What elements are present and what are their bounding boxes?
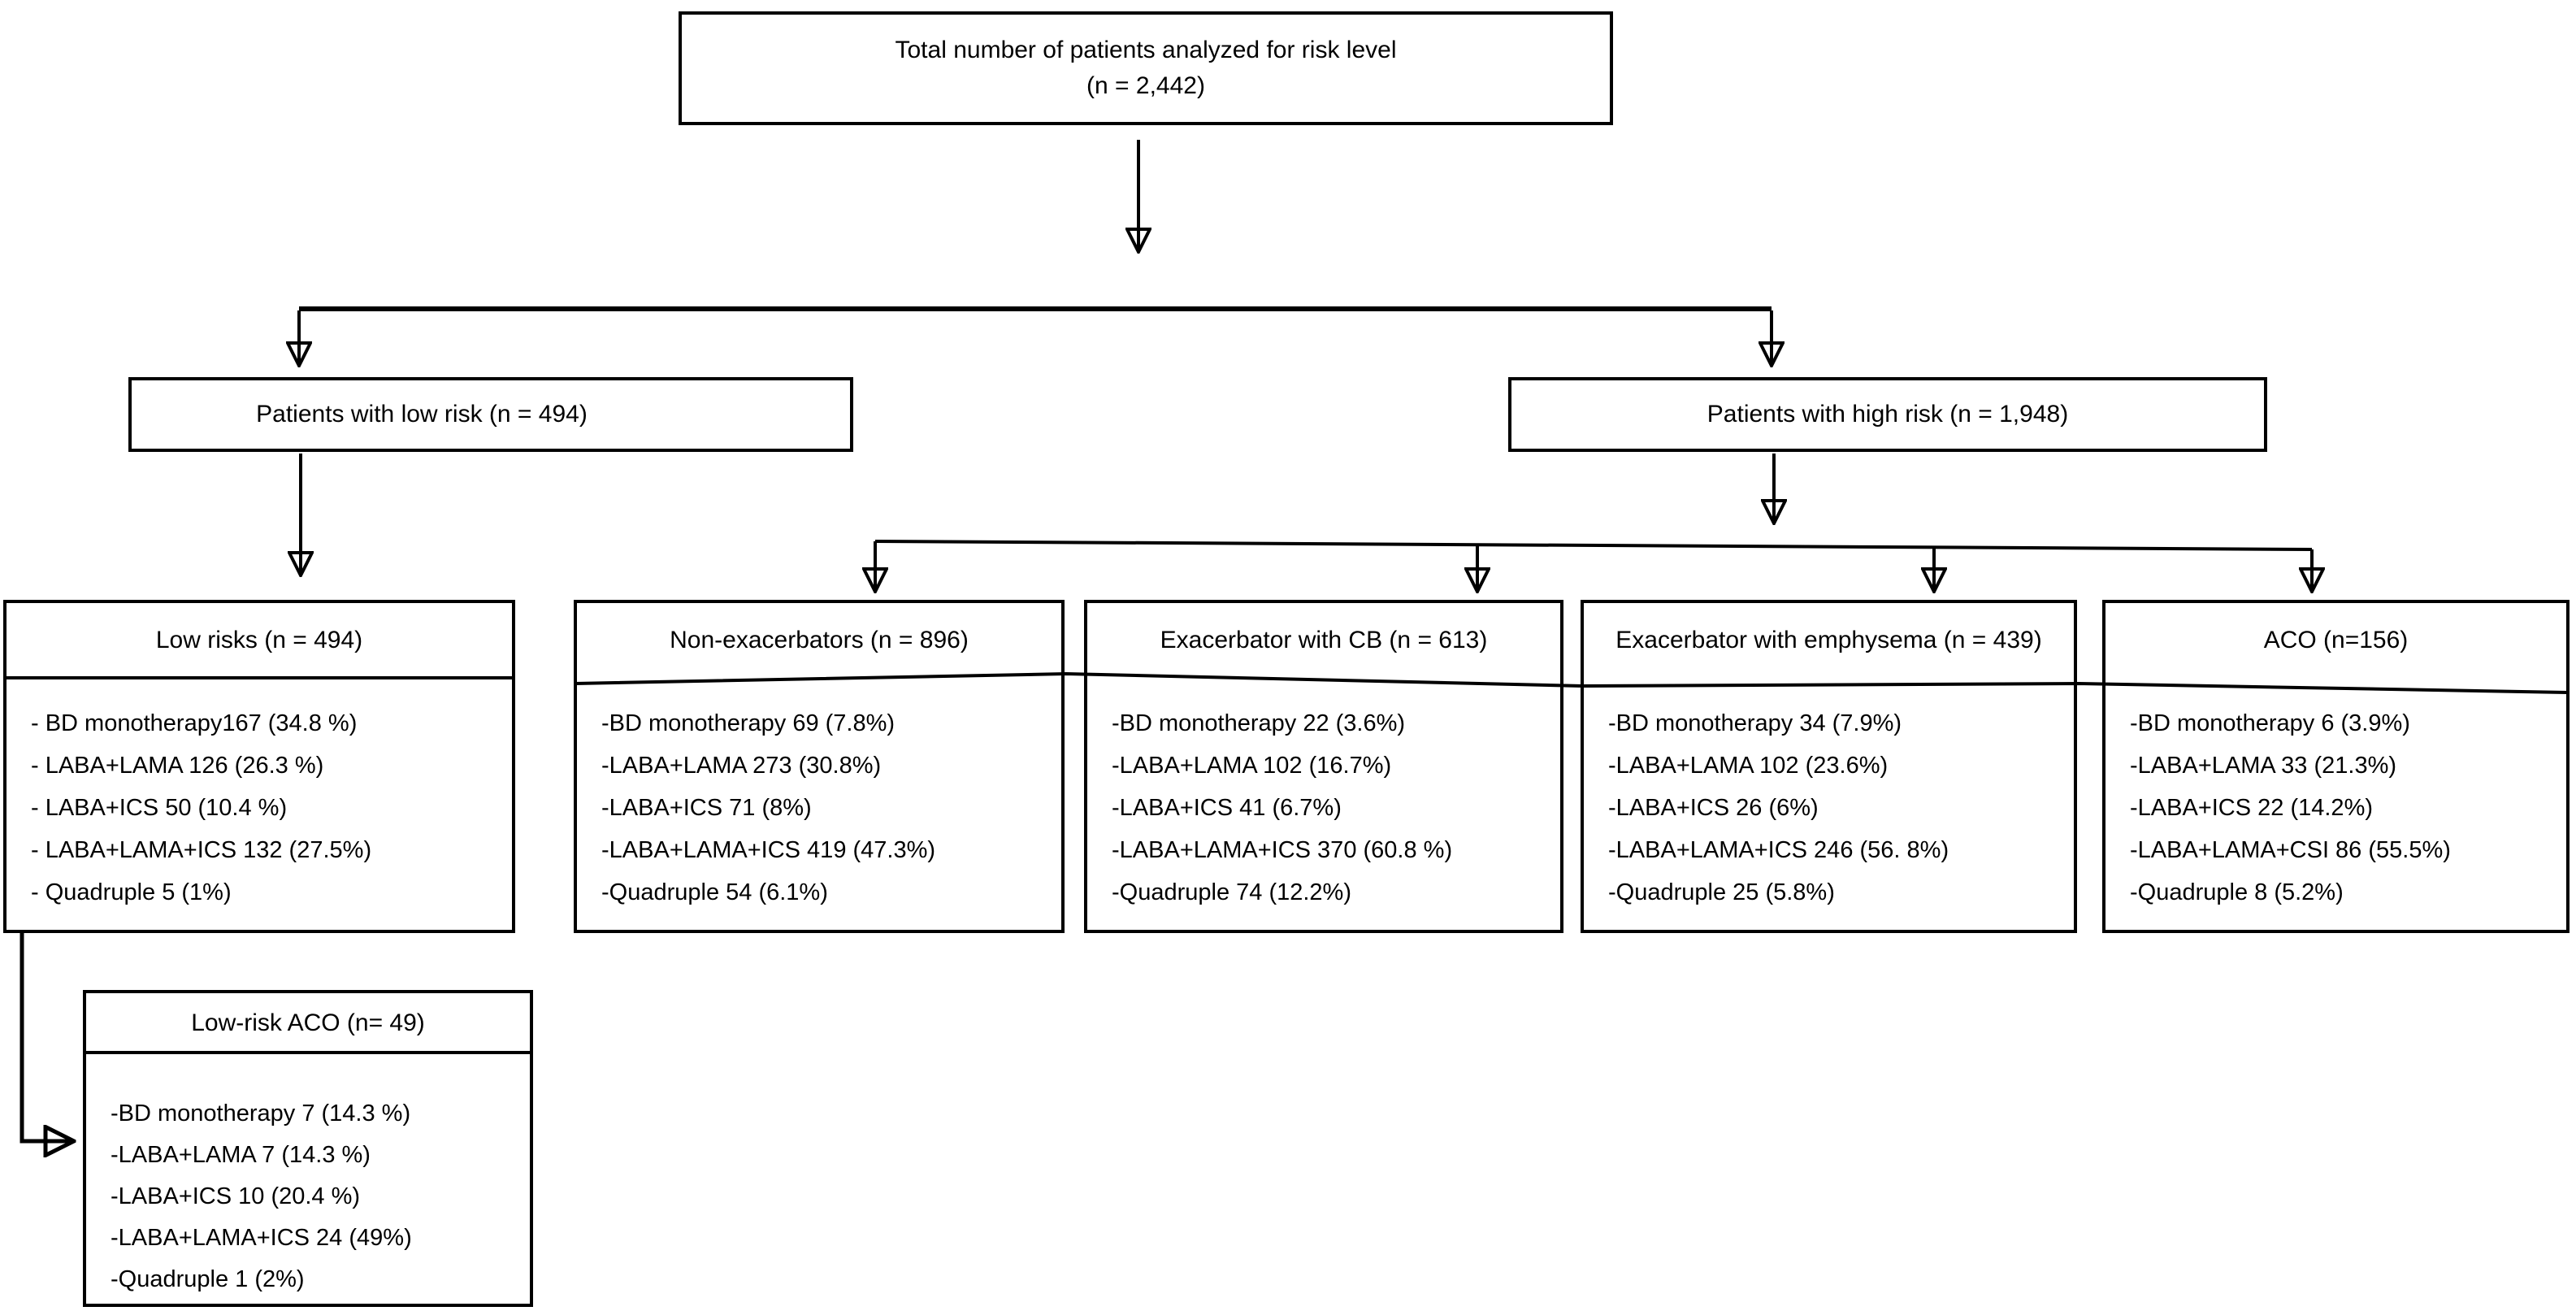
group-non-exacerbators-items: -BD monotherapy 69 (7.8%) -LABA+LAMA 273 … (577, 678, 1061, 930)
therapy-item: -BD monotherapy 6 (3.9%) (2130, 710, 2410, 736)
therapy-item: - BD monotherapy167 (34.8 %) (31, 710, 358, 736)
therapy-item: -LABA+ICS 41 (6.7%) (1112, 795, 1342, 821)
group-low-risk-aco: Low-risk ACO (n= 49) -BD monotherapy 7 (… (83, 990, 533, 1307)
therapy-item: -LABA+ICS 71 (8%) (601, 795, 812, 821)
group-low-risks-title: Low risks (n = 494) (155, 627, 363, 653)
node-high-risk-label: Patients with high risk (n = 1,948) (1706, 401, 2069, 428)
arrow-to-low-risk-aco (20, 931, 70, 1141)
therapy-item: -LABA+LAMA+ICS 246 (56. 8%) (1608, 837, 1949, 863)
group-low-risk-aco-items: -BD monotherapy 7 (14.3 %) -LABA+LAMA 7 (… (86, 1053, 530, 1304)
group-exacerbator-emphysema-items: -BD monotherapy 34 (7.9%) -LABA+LAMA 102 … (1584, 678, 2074, 930)
therapy-item: - Quadruple 5 (1%) (31, 879, 232, 905)
therapy-item: -Quadruple 74 (12.2%) (1112, 879, 1351, 905)
therapy-item: -LABA+ICS 10 (20.4 %) (111, 1183, 361, 1209)
therapy-item: -LABA+LAMA+ICS 419 (47.3%) (601, 837, 936, 863)
therapy-item: - LABA+LAMA 126 (26.3 %) (31, 753, 324, 779)
therapy-item: -LABA+ICS 26 (6%) (1608, 795, 1819, 821)
group-exacerbator-cb-items: -BD monotherapy 22 (3.6%) -LABA+LAMA 102 … (1087, 678, 1560, 930)
node-high-risk: Patients with high risk (n = 1,948) (1508, 377, 2267, 452)
group-non-exacerbators: Non-exacerbators (n = 896) -BD monothera… (574, 600, 1065, 933)
therapy-item: -LABA+LAMA+CSI 86 (55.5%) (2130, 837, 2451, 863)
group-exacerbator-emphysema: Exacerbator with emphysema (n = 439) -BD… (1581, 600, 2077, 933)
therapy-item: -LABA+LAMA+ICS 24 (49%) (111, 1225, 412, 1251)
group-low-risks: Low risks (n = 494) - BD monotherapy167 … (3, 600, 515, 933)
node-low-risk-label: Patients with low risk (n = 494) (256, 401, 588, 428)
therapy-item: -Quadruple 8 (5.2%) (2130, 879, 2344, 905)
therapy-item: -BD monotherapy 22 (3.6%) (1112, 710, 1406, 736)
therapy-item: -Quadruple 25 (5.8%) (1608, 879, 1835, 905)
therapy-item: -LABA+LAMA 102 (16.7%) (1112, 753, 1392, 779)
group-aco: ACO (n=156) -BD monotherapy 6 (3.9%) -LAB… (2102, 600, 2569, 933)
therapy-item: -LABA+LAMA 273 (30.8%) (601, 753, 882, 779)
therapy-item: - LABA+LAMA+ICS 132 (27.5%) (31, 837, 372, 863)
therapy-item: -LABA+ICS 22 (14.2%) (2130, 795, 2374, 821)
node-total-text: Total number of patients analyzed for ri… (896, 33, 1397, 104)
split-bar-phenotypes (874, 540, 2313, 551)
therapy-item: -LABA+LAMA+ICS 370 (60.8 %) (1112, 837, 1453, 863)
group-low-risks-items: - BD monotherapy167 (34.8 %) - LABA+LAMA … (7, 678, 512, 930)
therapy-item: -LABA+LAMA 7 (14.3 %) (111, 1142, 371, 1168)
group-exacerbator-emphysema-title: Exacerbator with emphysema (n = 439) (1615, 627, 2042, 653)
therapy-item: -BD monotherapy 34 (7.9%) (1608, 710, 1902, 736)
therapy-item: - LABA+ICS 50 (10.4 %) (31, 795, 288, 821)
node-total-line1: Total number of patients analyzed for ri… (895, 37, 1397, 63)
group-aco-items: -BD monotherapy 6 (3.9%) -LABA+LAMA 33 (2… (2105, 678, 2566, 930)
group-exacerbator-cb-title: Exacerbator with CB (n = 613) (1160, 627, 1488, 653)
node-total-line2: (n = 2,442) (1086, 72, 1205, 99)
group-low-risk-aco-title: Low-risk ACO (n= 49) (191, 1009, 425, 1036)
therapy-item: -LABA+LAMA 102 (23.6%) (1608, 753, 1889, 779)
group-exacerbator-cb: Exacerbator with CB (n = 613) -BD monoth… (1084, 600, 1563, 933)
therapy-item: -BD monotherapy 7 (14.3 %) (111, 1100, 411, 1127)
therapy-item: -LABA+LAMA 33 (21.3%) (2130, 753, 2397, 779)
therapy-item: -BD monotherapy 69 (7.8%) (601, 710, 896, 736)
group-non-exacerbators-title: Non-exacerbators (n = 896) (670, 627, 969, 653)
therapy-item: -Quadruple 54 (6.1%) (601, 879, 828, 905)
group-aco-title: ACO (n=156) (2263, 627, 2409, 653)
node-total-patients: Total number of patients analyzed for ri… (679, 11, 1613, 125)
therapy-item: -Quadruple 1 (2%) (111, 1266, 305, 1292)
node-low-risk: Patients with low risk (n = 494) (128, 377, 853, 452)
